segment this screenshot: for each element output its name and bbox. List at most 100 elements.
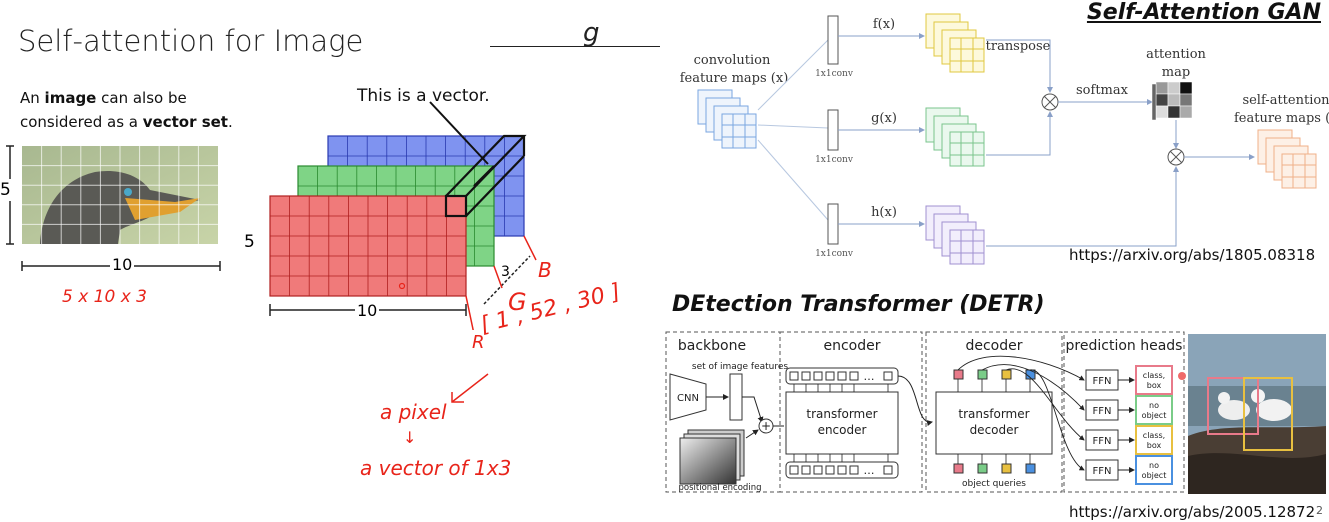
sagan-conv-f	[827, 15, 839, 65]
handwritten-vector-1x3: a vector of 1x3	[360, 456, 512, 480]
sagan-softmax-label: softmax	[1076, 83, 1129, 98]
svg-text:transformer: transformer	[958, 407, 1029, 421]
detr-encoder-label: encoder	[823, 338, 880, 354]
bird-beak-shape	[125, 198, 200, 220]
svg-text:self-attention: self-attention	[1242, 93, 1329, 108]
sagan-f-stack	[925, 13, 985, 73]
svg-text:CNN: CNN	[677, 393, 699, 404]
detr-positional-encoding-image	[679, 437, 737, 485]
sagan-title: Self-Attention GAN	[1086, 0, 1321, 25]
svg-text:object: object	[1142, 411, 1167, 420]
tensor-width-label: 10	[355, 301, 380, 320]
detr-box-red	[1207, 377, 1259, 435]
detr-decoder-label: decoder	[965, 338, 1022, 354]
rgb-tensor-diagram	[269, 101, 537, 330]
svg-text:1x1conv: 1x1conv	[815, 249, 854, 259]
svg-text:FFN: FFN	[1093, 376, 1112, 387]
detr-heads-section	[1063, 331, 1185, 493]
detr-box-yellow	[1243, 377, 1293, 451]
tensor-depth-label: 3	[501, 264, 510, 280]
bird-width-label: 10	[110, 255, 135, 274]
svg-text:attention: attention	[1146, 47, 1206, 62]
handwritten-arrow	[451, 373, 489, 403]
sagan-gx-label: g(x)	[871, 111, 897, 126]
svg-text:object: object	[1142, 471, 1167, 480]
detr-cnn-block	[669, 373, 707, 421]
detr-backbone-section	[665, 331, 781, 493]
svg-text:encoder: encoder	[818, 423, 867, 437]
detr-head-2	[1135, 395, 1173, 425]
svg-text:transformer: transformer	[806, 407, 877, 421]
svg-text:…: …	[864, 464, 875, 477]
handwritten-dims: 5 x 10 x 3	[62, 287, 147, 307]
svg-text:object queries: object queries	[962, 479, 1026, 489]
svg-text:box: box	[1147, 441, 1162, 450]
handwritten-g: G	[508, 288, 527, 316]
sagan-x-stack	[697, 89, 757, 149]
detr-head-4	[1135, 455, 1173, 485]
sagan-h-stack	[925, 205, 985, 265]
sagan-hx-label: h(x)	[871, 205, 897, 220]
vector-callout-arrow	[429, 101, 489, 165]
bird-image-grid	[6, 145, 221, 271]
detr-url[interactable]: https://arxiv.org/abs/2005.12872	[1069, 503, 1316, 521]
vector-column-highlight	[444, 134, 527, 218]
svg-text:decoder: decoder	[970, 423, 1019, 437]
handwritten-arrow-down: ↓	[403, 428, 417, 447]
sagan-conv-label-1: convolution	[694, 53, 771, 68]
sagan-attention-map-grid	[1151, 81, 1193, 121]
page-number: 2	[1316, 504, 1323, 517]
detr-birds-photo	[1188, 334, 1326, 494]
handwritten-r: R	[472, 332, 485, 353]
svg-text:feature maps (o: feature maps (o	[1234, 111, 1329, 126]
detr-pointer-dot	[1178, 372, 1186, 380]
slide-title: Self-attention for Image	[18, 24, 364, 58]
sagan-diagram: convolution feature maps (x) 1x1conv 1x1…	[680, 13, 1329, 265]
tensor-depth-ruler	[483, 255, 531, 305]
detr-heads-label: prediction heads	[1066, 338, 1183, 354]
sagan-line-f	[757, 39, 829, 111]
svg-text:no: no	[1149, 461, 1159, 470]
detr-backbone-label: backbone	[678, 338, 746, 354]
detr-decoder-outputs	[953, 369, 1036, 380]
detr-feature-bar	[729, 373, 743, 421]
detr-encoder-section	[779, 331, 923, 493]
detr-decoder-section	[925, 331, 1063, 493]
svg-text:box: box	[1147, 381, 1162, 390]
handwritten-b: B	[538, 258, 552, 282]
svg-text:…: …	[864, 370, 875, 383]
detr-ffn-blocks	[1085, 369, 1119, 481]
handwritten-a-pixel: a pixel	[380, 400, 447, 424]
svg-text:FFN: FFN	[1093, 406, 1112, 417]
svg-text:class,: class,	[1143, 431, 1165, 440]
sagan-conv-g	[827, 109, 839, 151]
sagan-o-stack	[1257, 129, 1317, 189]
scribble-mark: g	[583, 18, 600, 48]
bird-grid-lines	[22, 146, 218, 244]
detr-object-queries	[953, 463, 1036, 474]
bird-height-label: 5	[0, 179, 11, 201]
sagan-url[interactable]: https://arxiv.org/abs/1805.08318	[1069, 246, 1316, 264]
svg-text:+: +	[761, 419, 771, 433]
detr-title: DEtection Transformer (DETR)	[672, 292, 1045, 317]
svg-text:positional encoding: positional encoding	[679, 483, 762, 493]
vector-callout-label: This is a vector.	[357, 86, 490, 106]
sagan-fx-label: f(x)	[873, 17, 895, 32]
sagan-conv-h	[827, 203, 839, 245]
sagan-transpose-label: transpose	[986, 39, 1051, 54]
svg-text:map: map	[1162, 65, 1190, 80]
scribble-line	[490, 46, 660, 47]
svg-text:class,: class,	[1143, 371, 1165, 380]
pixel-marker	[398, 282, 406, 290]
detr-transformer-encoder-block	[785, 391, 899, 455]
svg-text:FFN: FFN	[1093, 466, 1112, 477]
bird-eye	[124, 188, 132, 196]
detr-head-1	[1135, 365, 1173, 395]
svg-text:set of image features: set of image features	[692, 362, 789, 372]
detr-diagram: backbone set of image features encoder d…	[665, 331, 1326, 494]
sagan-conv-label-2: feature maps (x)	[680, 71, 789, 86]
intro-text: An image can also be considered as a vec…	[20, 89, 233, 131]
tensor-height-label: 5	[244, 232, 255, 252]
svg-text:1x1conv: 1x1conv	[815, 69, 854, 79]
sagan-g-stack	[925, 107, 985, 167]
